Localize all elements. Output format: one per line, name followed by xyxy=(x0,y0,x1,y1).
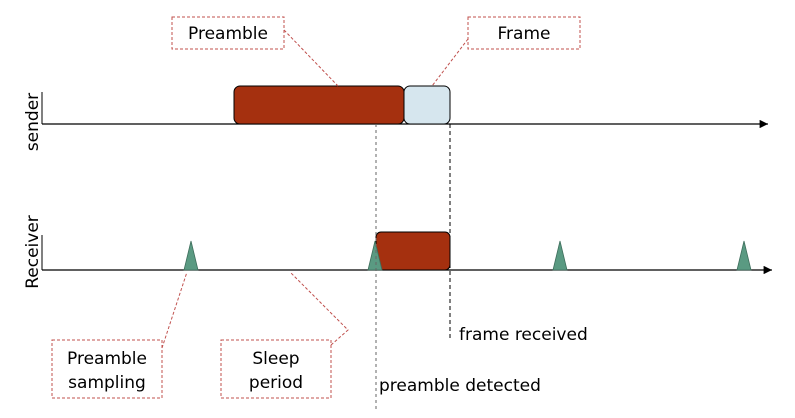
preamble-sampling-callout-box xyxy=(51,339,163,399)
frame-callout-box xyxy=(467,16,581,50)
preamble-callout-label: Preamble xyxy=(188,24,268,44)
preamble-sampling-label-line2: sampling xyxy=(68,373,146,393)
preamble-sampling-label-line1: Preamble xyxy=(67,349,147,369)
preamble-detected-label: preamble detected xyxy=(379,376,541,396)
frame-received-label: frame received xyxy=(459,325,588,345)
sample-pulse-3 xyxy=(552,240,568,271)
preamble-callout-leader xyxy=(283,29,339,87)
sleep-period-leader xyxy=(289,271,349,346)
receiver-preamble-block xyxy=(375,231,451,271)
frame-callout-label: Frame xyxy=(498,24,551,44)
frame-callout-leader xyxy=(431,38,469,87)
sender-label: sender xyxy=(23,93,43,151)
sample-pulse-1 xyxy=(183,240,199,271)
receiver-label: Receiver xyxy=(23,215,43,289)
sample-pulse-2 xyxy=(367,240,383,271)
preamble-callout-box xyxy=(171,16,285,50)
sender-frame-block xyxy=(403,85,451,125)
preamble-sampling-leader xyxy=(161,271,188,349)
sample-pulse-4 xyxy=(736,240,752,271)
sleep-period-callout-box xyxy=(220,339,332,399)
sleep-period-label-line1: Sleep xyxy=(252,349,299,369)
sleep-period-label-line2: period xyxy=(249,373,303,393)
sender-preamble-block xyxy=(233,85,405,125)
